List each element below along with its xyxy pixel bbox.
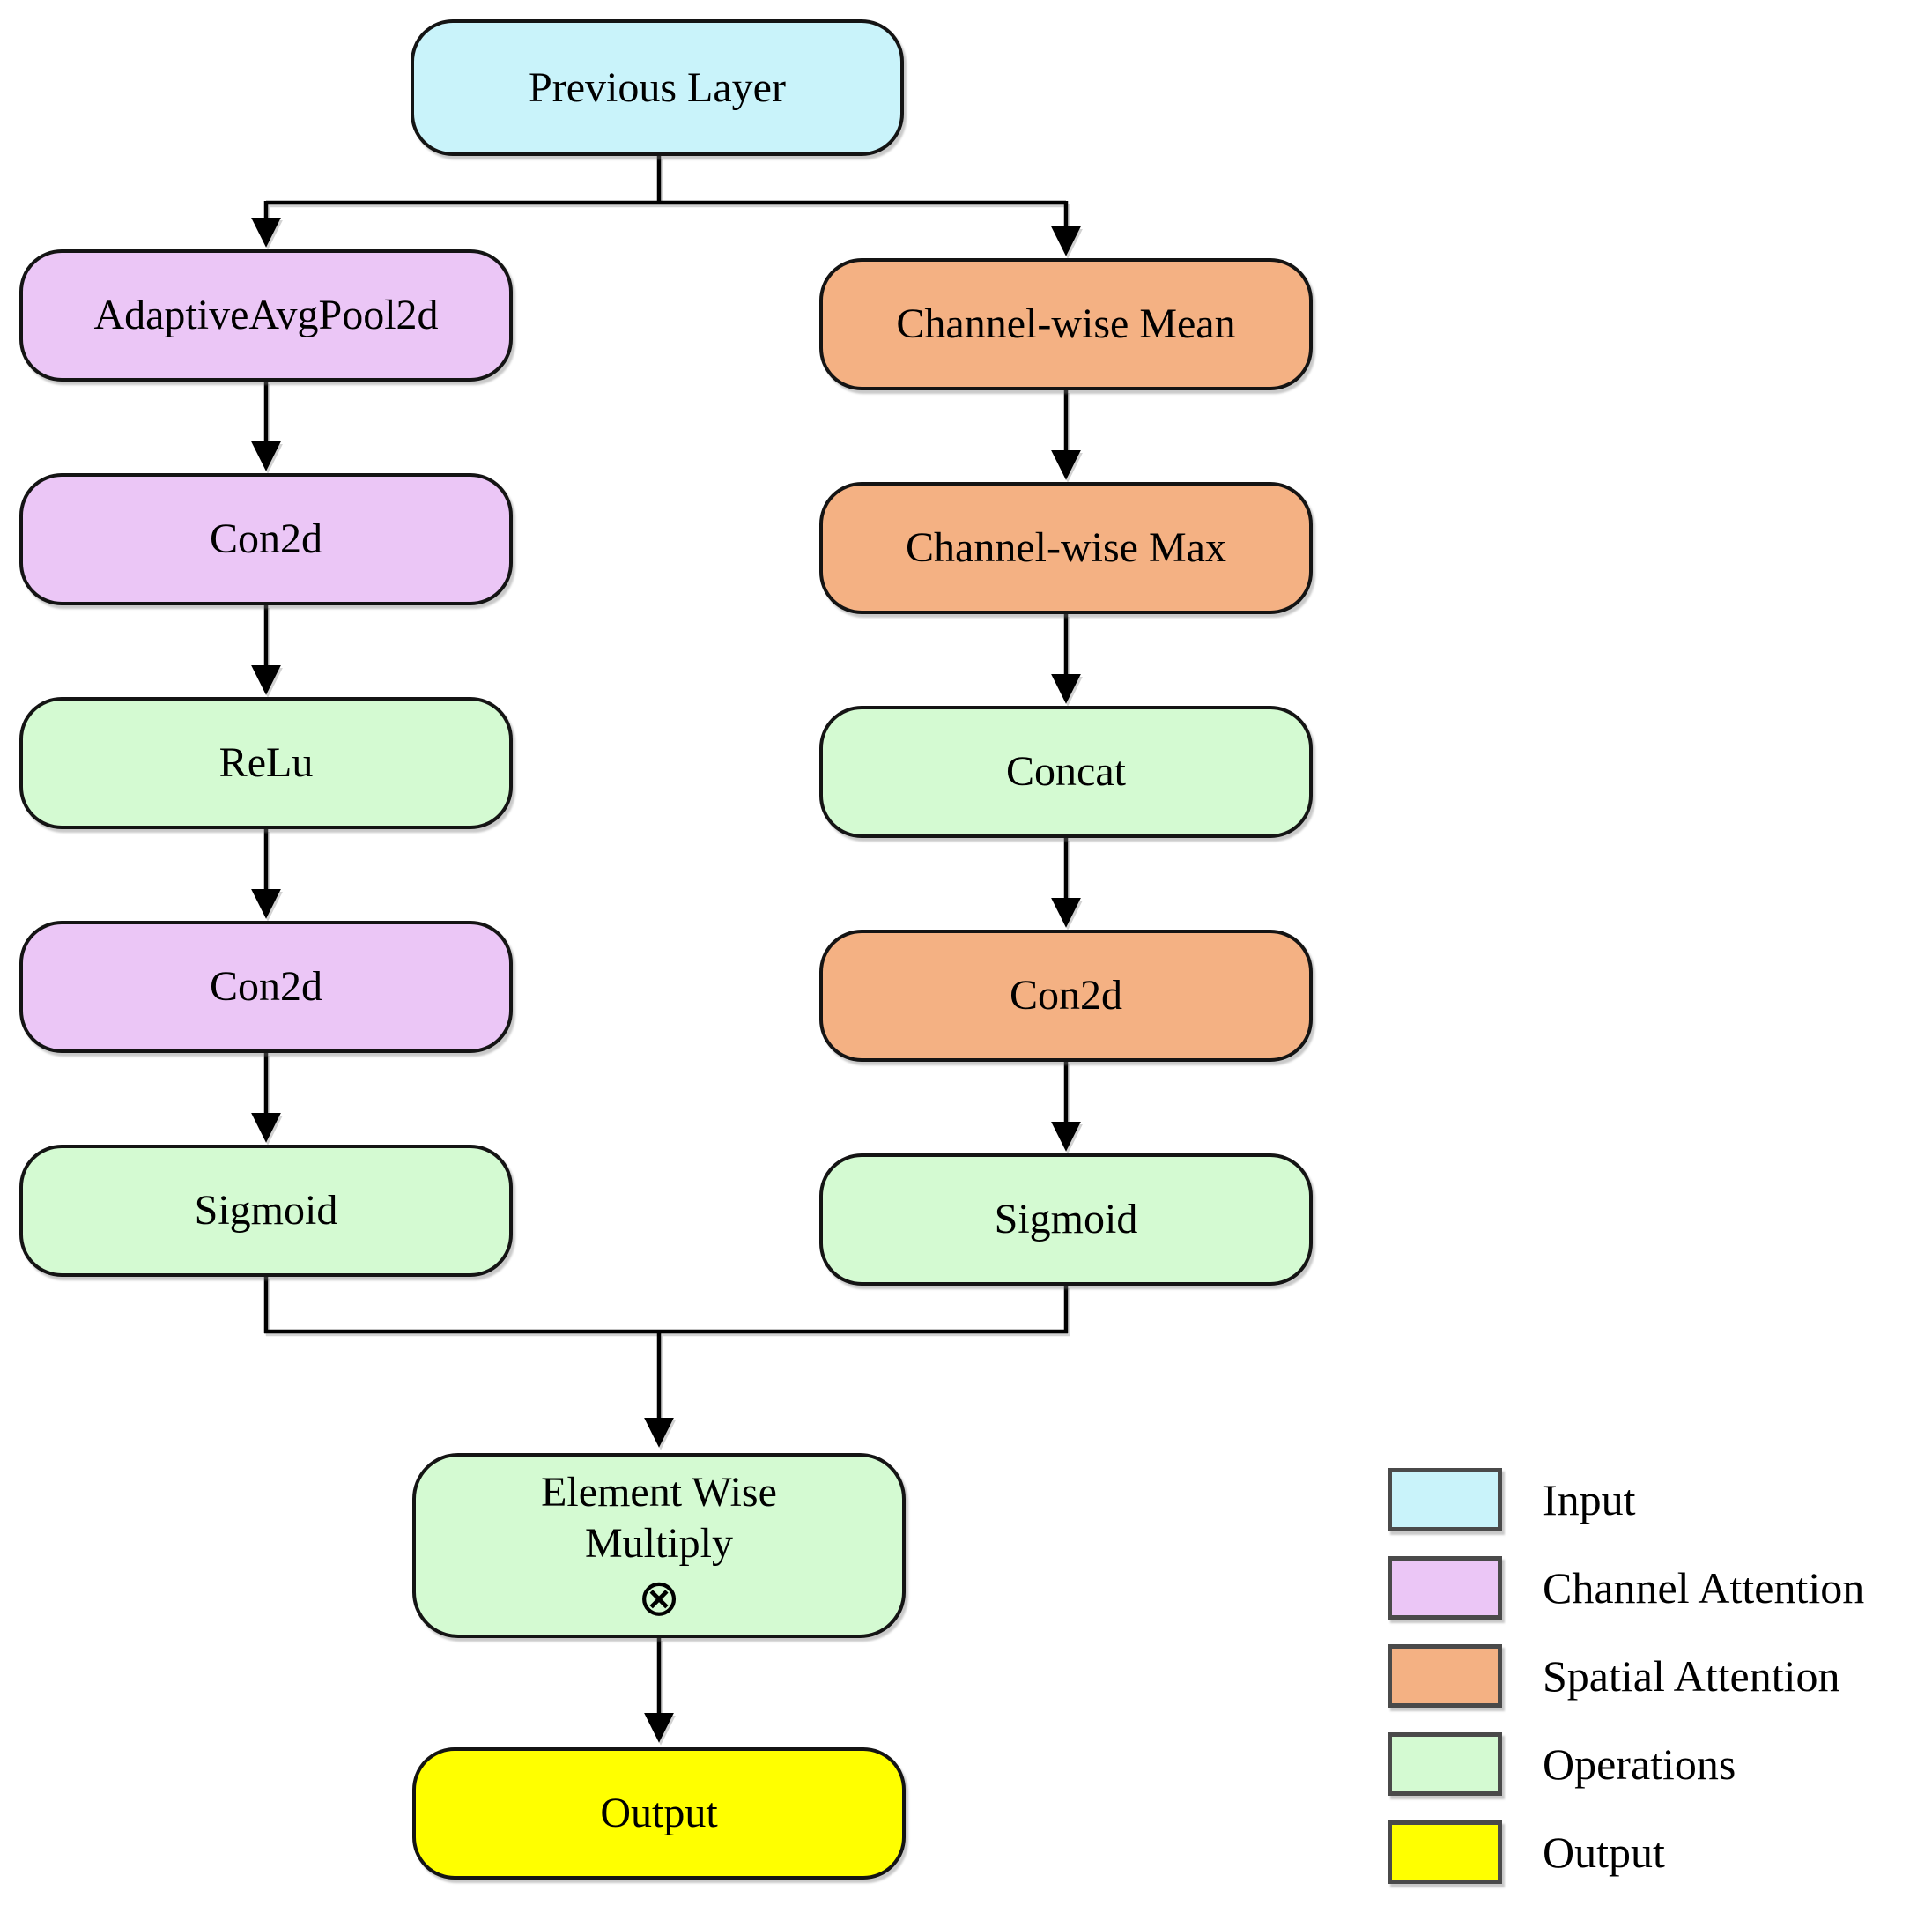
- node-element-wise-multiply: Element Wise Multiply ⊗: [412, 1453, 906, 1638]
- node-con2d-spatial: Con2d: [819, 930, 1313, 1062]
- node-element-wise-multiply-line1: Element Wise: [541, 1469, 777, 1516]
- node-output: Output: [412, 1747, 906, 1880]
- legend-swatch-output: [1388, 1820, 1502, 1884]
- legend-swatch-channel-attention: [1388, 1556, 1502, 1620]
- node-con2d-spatial-label: Con2d: [1009, 972, 1122, 1020]
- node-previous-layer-label: Previous Layer: [529, 63, 786, 111]
- legend-label-channel-attention: Channel Attention: [1543, 1563, 1865, 1613]
- node-channel-wise-max-label: Channel-wise Max: [906, 524, 1226, 572]
- node-element-wise-multiply-line2: Multiply: [584, 1520, 734, 1567]
- legend-row-channel-attention: Channel Attention: [1388, 1556, 1864, 1620]
- node-channel-wise-max: Channel-wise Max: [819, 482, 1313, 614]
- legend-label-output: Output: [1543, 1828, 1665, 1877]
- node-adaptive-avg-pool2d: AdaptiveAvgPool2d: [19, 249, 513, 382]
- circled-times-icon: ⊗: [637, 1568, 681, 1627]
- node-relu: ReLu: [19, 697, 513, 829]
- legend-swatch-operations: [1388, 1732, 1502, 1796]
- legend: Input Channel Attention Spatial Attentio…: [1388, 1468, 1864, 1884]
- node-con2d-channel-2-label: Con2d: [209, 963, 322, 1011]
- legend-row-input: Input: [1388, 1468, 1864, 1531]
- legend-label-operations: Operations: [1543, 1739, 1736, 1789]
- node-concat: Concat: [819, 706, 1313, 838]
- legend-swatch-input: [1388, 1468, 1502, 1531]
- node-adaptive-avg-pool2d-label: AdaptiveAvgPool2d: [93, 292, 439, 339]
- node-con2d-channel-1: Con2d: [19, 473, 513, 605]
- node-con2d-channel-1-label: Con2d: [209, 515, 322, 563]
- legend-row-output: Output: [1388, 1820, 1864, 1884]
- legend-row-spatial-attention: Spatial Attention: [1388, 1644, 1864, 1708]
- legend-label-input: Input: [1543, 1475, 1636, 1524]
- node-sigmoid-spatial-label: Sigmoid: [994, 1196, 1138, 1243]
- legend-row-operations: Operations: [1388, 1732, 1864, 1796]
- node-previous-layer: Previous Layer: [411, 19, 904, 156]
- node-channel-wise-mean-label: Channel-wise Mean: [896, 300, 1236, 348]
- legend-swatch-spatial-attention: [1388, 1644, 1502, 1708]
- node-channel-wise-mean: Channel-wise Mean: [819, 258, 1313, 390]
- node-sigmoid-channel-label: Sigmoid: [194, 1187, 338, 1235]
- node-output-label: Output: [600, 1790, 718, 1837]
- node-sigmoid-channel: Sigmoid: [19, 1145, 513, 1277]
- node-relu-label: ReLu: [218, 739, 314, 787]
- legend-label-spatial-attention: Spatial Attention: [1543, 1651, 1840, 1701]
- node-sigmoid-spatial: Sigmoid: [819, 1153, 1313, 1286]
- node-con2d-channel-2: Con2d: [19, 921, 513, 1053]
- node-concat-label: Concat: [1006, 748, 1126, 796]
